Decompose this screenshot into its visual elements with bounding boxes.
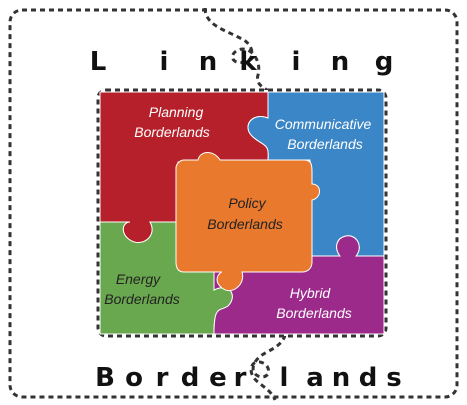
title-letter: e xyxy=(209,363,227,393)
policy-puzzle-piece xyxy=(175,152,320,292)
title-letter: d xyxy=(359,363,378,393)
title-letter: r xyxy=(234,363,247,393)
communicative-label-line2: Borderlands xyxy=(287,136,363,152)
title-letter: o xyxy=(125,363,143,393)
energy-label-line1: Energy xyxy=(116,271,161,287)
energy-label-line2: Borderlands xyxy=(104,291,180,307)
title-letter: a xyxy=(306,363,324,393)
hybrid-label-line2: Borderlands xyxy=(276,305,352,321)
top-connector-dashed-line xyxy=(203,7,271,94)
title-letter: n xyxy=(332,363,351,393)
title-letter: g xyxy=(375,47,394,77)
title-letter: L xyxy=(90,47,107,77)
title-letter: i xyxy=(160,47,169,77)
planning-label-line1: Planning xyxy=(149,104,204,120)
title-letter: i xyxy=(292,47,301,77)
title-letter: d xyxy=(181,363,200,393)
title-letter: s xyxy=(386,363,401,393)
policy-label-line1: Policy xyxy=(228,195,266,211)
title-borderlands: B o r d e r l a n d s xyxy=(95,363,402,393)
title-letter: k xyxy=(239,47,257,77)
policy-label-line2: Borderlands xyxy=(207,216,283,232)
planning-label-line2: Borderlands xyxy=(134,124,210,140)
title-letter: n xyxy=(331,47,350,77)
title-letter: B xyxy=(95,363,115,393)
bottom-connector-dashed-line xyxy=(249,334,287,401)
hybrid-label-line1: Hybrid xyxy=(290,285,332,301)
communicative-label-line1: Communicative xyxy=(275,116,372,132)
title-linking: L i n k i n g xyxy=(90,47,394,77)
outer-dashed-frame xyxy=(8,8,459,399)
title-letter: r xyxy=(156,363,169,393)
title-letter: l xyxy=(280,363,289,393)
title-letter: n xyxy=(199,47,218,77)
